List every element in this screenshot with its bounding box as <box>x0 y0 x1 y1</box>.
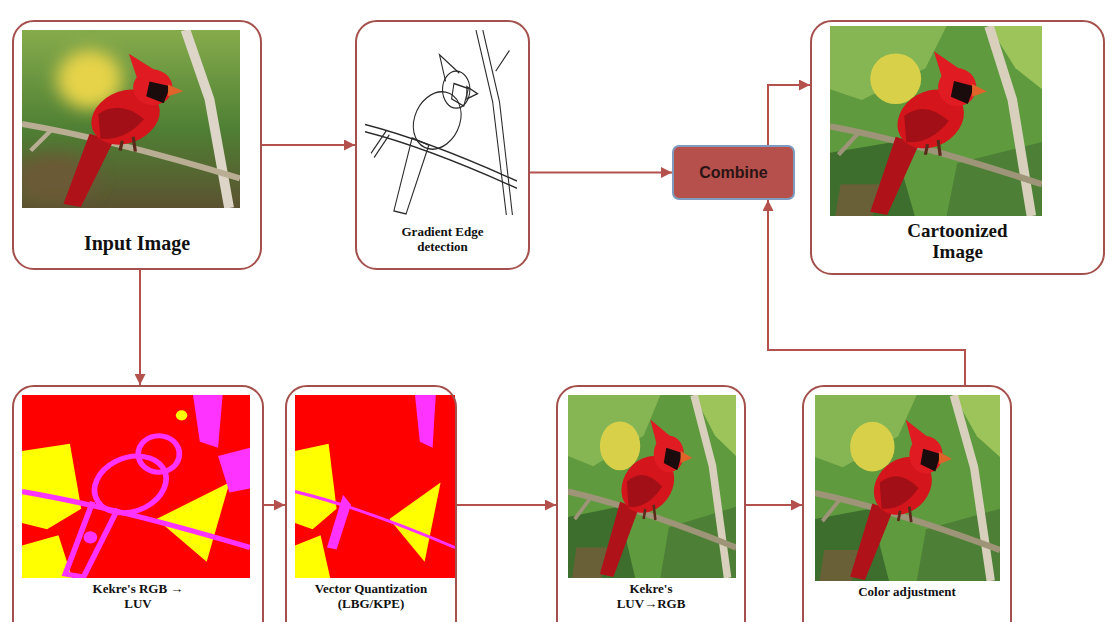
flow-arrow <box>457 504 556 506</box>
stage-label: Kekre's RGB → LUV <box>91 582 186 611</box>
flow-arrow <box>530 172 672 174</box>
stage-label: Cartoonized Image <box>883 220 1033 263</box>
cartoon-result <box>830 26 1042 216</box>
flow-arrow <box>262 144 355 146</box>
rgb-result <box>568 395 736 578</box>
stage-frame: Vector Quantization (LBG/KPE) <box>285 385 457 622</box>
adjusted-result <box>815 395 1000 581</box>
edge-map <box>365 30 517 215</box>
luv-map <box>22 395 250 578</box>
process-box: Combine <box>672 145 795 200</box>
stage-frame: Kekre's LUV→RGB <box>556 385 746 622</box>
stage-label: Kekre's LUV→RGB <box>604 582 699 611</box>
stage-label: Input Image <box>32 232 242 254</box>
quantized-map <box>295 395 455 578</box>
flow-arrow <box>139 270 141 385</box>
stage-frame: Gradient Edge detection <box>355 20 530 270</box>
stage-label: Combine <box>699 164 767 182</box>
stage-frame: Kekre's RGB → LUV <box>12 385 264 622</box>
input-photo <box>11 30 240 208</box>
stage-frame: Input Image <box>12 20 262 270</box>
stage-frame: Color adjustment <box>802 385 1012 622</box>
flow-arrow <box>264 504 285 506</box>
stage-frame: Cartoonized Image <box>810 20 1105 275</box>
flow-arrow <box>768 85 810 145</box>
stage-label: Vector Quantization (LBG/KPE) <box>296 582 446 611</box>
stage-label: Color adjustment <box>812 585 1002 600</box>
flow-arrow <box>746 504 802 506</box>
stage-label: Gradient Edge detection <box>383 225 503 254</box>
